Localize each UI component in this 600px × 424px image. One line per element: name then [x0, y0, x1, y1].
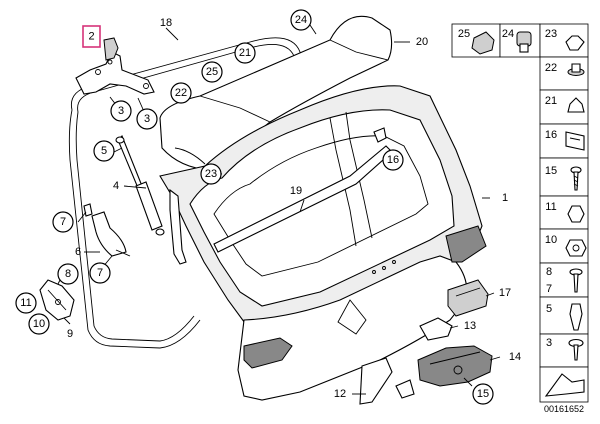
svg-text:7: 7 [97, 267, 103, 279]
legend-part-8 [569, 268, 583, 293]
legend-part-21 [567, 97, 585, 113]
callout-23: 23 [200, 163, 222, 185]
diagram-reference-number: 00161652 [544, 404, 584, 414]
part-cover-12 [359, 357, 415, 405]
legend-label-22: 22 [545, 62, 557, 74]
callout-7b: 7 [89, 262, 111, 284]
callout-3b: 3 [136, 108, 158, 130]
callout-2-highlighted: 2 [82, 25, 101, 48]
svg-text:24: 24 [295, 14, 307, 26]
svg-text:2: 2 [88, 31, 94, 43]
callout-18: 18 [160, 17, 172, 29]
legend-label-16: 16 [545, 129, 557, 141]
part-clip-16 [373, 127, 387, 143]
part-lock-actuator [447, 279, 489, 317]
callout-14: 14 [509, 351, 521, 363]
svg-text:15: 15 [477, 388, 489, 400]
part-tailgate-outer-panel [237, 225, 487, 401]
svg-text:21: 21 [239, 47, 251, 59]
part-bracket-9 [39, 279, 75, 321]
svg-text:25: 25 [206, 66, 218, 78]
callout-22: 22 [170, 82, 192, 104]
svg-text:3: 3 [118, 105, 124, 117]
callout-7a: 7 [52, 211, 74, 233]
legend-label-11: 11 [545, 201, 556, 213]
legend-part-5 [569, 303, 583, 331]
callout-8: 8 [57, 263, 79, 285]
legend-part-16 [565, 131, 585, 151]
svg-text:10: 10 [33, 318, 45, 330]
svg-text:5: 5 [101, 145, 107, 157]
legend-part-23 [565, 35, 585, 51]
svg-text:22: 22 [175, 87, 187, 99]
svg-text:23: 23 [205, 168, 217, 180]
callout-10: 10 [28, 313, 50, 335]
svg-text:3: 3 [144, 113, 150, 125]
legend-part-24 [516, 31, 532, 53]
legend-label-7: 7 [546, 283, 552, 295]
part-gas-strut [115, 135, 165, 236]
legend-label-21: 21 [545, 95, 557, 107]
callout-4: 4 [113, 180, 119, 192]
legend-label-5: 5 [546, 303, 552, 315]
part-latch [417, 345, 493, 387]
legend-label-24: 24 [502, 28, 514, 40]
part-bracket-6 [91, 211, 131, 257]
callout-17: 17 [499, 287, 511, 299]
legend-label-23: 23 [545, 28, 557, 40]
legend-part-3 [568, 338, 584, 361]
callout-20: 20 [416, 36, 428, 48]
svg-text:8: 8 [65, 268, 71, 280]
svg-text:16: 16 [387, 154, 399, 166]
side-parts-legend: 25 24 23 22 21 16 15 11 10 8 7 5 3 [451, 23, 589, 403]
callout-25: 25 [201, 61, 223, 83]
legend-arrow [544, 373, 585, 397]
legend-label-8: 8 [546, 266, 552, 278]
part-hinge [75, 37, 155, 95]
callouts: 2 18 24 20 21 25 22 3 3 [15, 9, 521, 405]
callout-11: 11 [15, 292, 37, 314]
callout-5: 5 [93, 140, 115, 162]
callout-3a: 3 [110, 100, 132, 122]
callout-6: 6 [75, 246, 81, 258]
callout-12: 12 [334, 388, 346, 400]
callout-19: 19 [290, 185, 302, 197]
part-clip-7 [83, 203, 93, 217]
legend-part-25 [471, 31, 495, 55]
legend-label-15: 15 [545, 165, 557, 177]
legend-label-10: 10 [545, 234, 557, 246]
callout-24: 24 [290, 9, 312, 31]
callout-9: 9 [67, 328, 73, 340]
callout-15: 15 [472, 383, 494, 405]
legend-part-15 [570, 166, 582, 191]
legend-part-11 [567, 205, 585, 223]
legend-part-22 [567, 63, 585, 76]
callout-21: 21 [234, 42, 256, 64]
legend-part-10 [565, 239, 587, 257]
callout-13: 13 [464, 320, 476, 332]
callout-1: 1 [502, 192, 508, 204]
callout-16: 16 [382, 149, 404, 171]
legend-label-3: 3 [546, 337, 552, 349]
legend-label-25: 25 [458, 28, 470, 40]
svg-text:7: 7 [60, 216, 66, 228]
part-weatherstrip-seal [68, 37, 306, 349]
part-cap-13 [419, 317, 453, 341]
svg-text:11: 11 [20, 297, 31, 309]
